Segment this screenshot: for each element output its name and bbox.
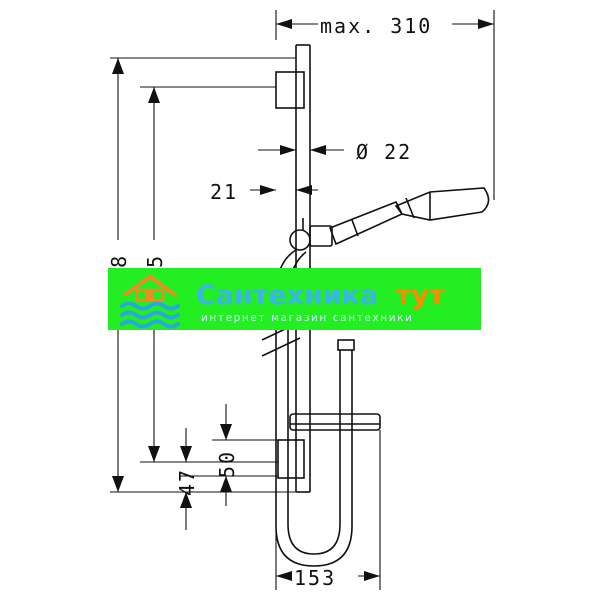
- watermark-brand-primary: Сантехника: [196, 280, 378, 311]
- dim-label-lower-gap: 50: [215, 450, 239, 478]
- extension-lines: [110, 10, 495, 590]
- dim-label-max-reach: max. 310: [320, 14, 432, 38]
- dimension-offset-47: 47: [175, 428, 199, 530]
- soap-dish: [289, 413, 381, 431]
- dim-label-bottom-offset: 47: [175, 468, 199, 496]
- shower-holder: [289, 218, 333, 251]
- dimension-gap-50: 50: [215, 404, 239, 506]
- top-wall-bracket: [275, 71, 305, 109]
- watermark-banner: Сантехника тут интернет магазин сантехни…: [108, 268, 481, 330]
- dimension-max-310: max. 310: [276, 14, 494, 38]
- house-icon: [122, 274, 178, 302]
- dim-label-hose-width: 153: [294, 566, 336, 590]
- watermark-brand-text: Сантехника тут: [196, 280, 445, 311]
- dimension-offset-21: 21: [210, 180, 318, 204]
- water-waves-icon: [120, 301, 180, 329]
- dim-label-diameter: Ø 22: [356, 140, 412, 164]
- dimension-diameter-22: Ø 22: [258, 140, 412, 164]
- bottom-wall-bracket: [277, 439, 305, 479]
- hand-shower: [328, 187, 490, 246]
- dimension-width-153: 153: [276, 566, 380, 590]
- watermark-tagline: интернет магазин сантехники: [201, 312, 414, 324]
- dim-label-offset: 21: [210, 180, 238, 204]
- watermark-brand-accent: тут: [396, 280, 445, 311]
